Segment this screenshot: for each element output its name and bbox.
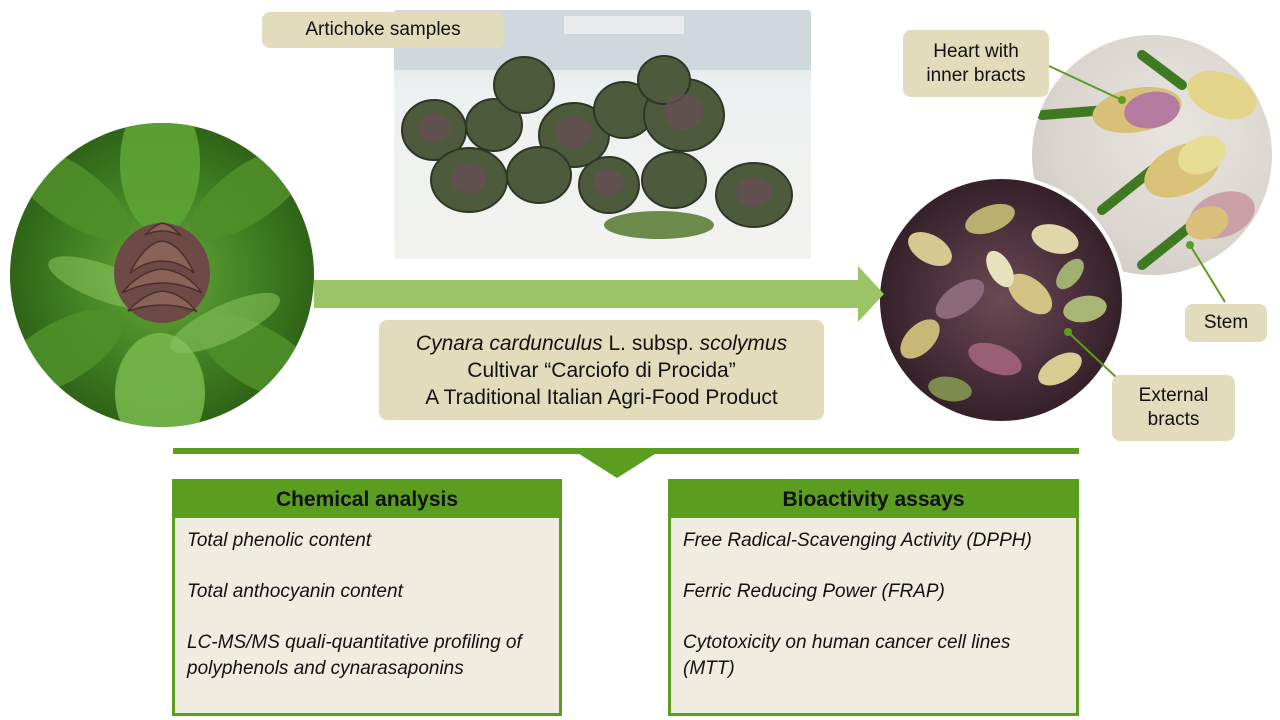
species-genus: Cynara cardunculus <box>415 331 603 355</box>
process-arrow-head <box>858 266 884 322</box>
chemical-analysis-list: Total phenolic content Total anthocyanin… <box>175 518 559 682</box>
bioactivity-assays-list: Free Radical-Scavenging Activity (DPPH) … <box>671 518 1076 682</box>
artichoke-samples-label: Artichoke samples <box>262 12 504 48</box>
artichoke-samples-text: Artichoke samples <box>305 19 461 40</box>
species-subspecies: scolymus <box>699 331 788 355</box>
chemical-item: LC-MS/MS quali-quantitative profiling of… <box>187 632 522 679</box>
artichoke-parts-illustration <box>1037 50 1257 270</box>
bioactivity-assays-box: Bioactivity assays Free Radical-Scavengi… <box>668 479 1079 716</box>
bioactivity-assays-title: Bioactivity assays <box>671 482 1076 518</box>
chemical-item: Total phenolic content <box>187 530 372 551</box>
divider-pointer <box>576 452 658 478</box>
chemical-analysis-title: Chemical analysis <box>175 482 559 518</box>
heart-callout-dot <box>1118 96 1126 104</box>
bioactivity-item: Cytotoxicity on human cancer cell lines … <box>683 632 1011 679</box>
stem-label: Stem <box>1185 304 1267 342</box>
heart-label-line1: Heart with <box>933 40 1019 62</box>
artichoke-plant-photo <box>10 123 314 427</box>
process-arrow-shaft <box>314 280 860 308</box>
bioactivity-item: Ferric Reducing Power (FRAP) <box>683 581 945 602</box>
stem-callout-dot <box>1186 241 1194 249</box>
product-line: A Traditional Italian Agri-Food Product <box>425 385 778 409</box>
cultivar-description: Cynara cardunculus L. subsp. scolymus Cu… <box>379 320 824 420</box>
external-bracts-label: External bracts <box>1112 375 1235 441</box>
stem-callout-line <box>1189 244 1226 303</box>
external-label-line2: bracts <box>1147 409 1200 430</box>
bracts-illustration <box>900 203 1107 402</box>
heart-label: Heart with inner bracts <box>903 30 1049 97</box>
species-line: Cynara cardunculus L. subsp. scolymus <box>416 330 787 357</box>
external-callout-line <box>1067 331 1118 379</box>
bioactivity-item: Free Radical-Scavenging Activity (DPPH) <box>683 530 1032 551</box>
external-label-line1: External <box>1138 385 1209 406</box>
heart-label-line2: inner bracts <box>926 64 1026 86</box>
species-middle: L. subsp. <box>602 331 700 355</box>
section-divider <box>173 448 1079 454</box>
external-callout-dot <box>1064 328 1072 336</box>
heart-callout-line <box>1048 65 1123 101</box>
stem-label-text: Stem <box>1203 312 1249 333</box>
chemical-item: Total anthocyanin content <box>187 581 403 602</box>
cultivar-line: Cultivar “Carciofo di Procida” <box>467 358 736 382</box>
external-bracts-photo <box>876 175 1126 425</box>
chemical-analysis-box: Chemical analysis Total phenolic content… <box>172 479 562 716</box>
